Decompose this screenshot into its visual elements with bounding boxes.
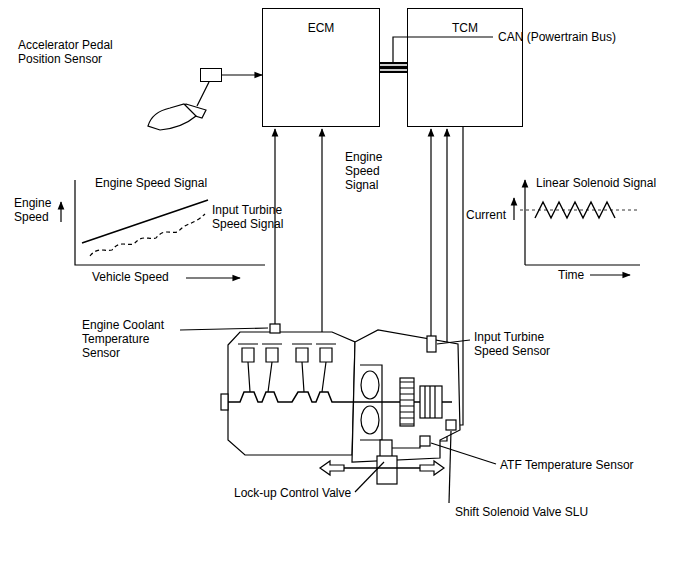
label-text: Engine Speed Signal (95, 176, 207, 190)
label-text: Current (466, 208, 506, 222)
engine-block (228, 332, 355, 455)
signal-wire (321, 129, 322, 338)
coolant-temperature-sensor (270, 324, 280, 333)
axis (524, 180, 525, 265)
clutch-plates (425, 386, 435, 418)
atf-temperature-sensor (420, 436, 430, 446)
leader-line (393, 37, 493, 62)
leader-line (355, 462, 384, 492)
differential (377, 456, 397, 484)
can-bus (380, 65, 407, 70)
leader-line (180, 328, 268, 330)
clutch-pack (420, 386, 442, 418)
leader-line (449, 431, 451, 503)
label-text: ATF Temperature Sensor (500, 458, 634, 472)
crankshaft (228, 392, 352, 402)
axis-arrow (60, 202, 61, 222)
label-text: Engine Speed Signal (345, 150, 395, 192)
reference-line (520, 210, 640, 211)
output-arrow (420, 461, 444, 475)
label-text: Linear Solenoid Signal (536, 176, 656, 190)
axis (525, 264, 640, 265)
shift-solenoid-valve (446, 420, 456, 430)
signal-arrow (222, 75, 262, 76)
gear-teeth (400, 382, 414, 424)
label-text: Shift Solenoid Valve SLU (455, 505, 588, 519)
hydraulic-line (392, 446, 420, 448)
converter-cover (360, 365, 382, 440)
foot (148, 104, 196, 130)
label-text: Input Turbine Speed Sensor (474, 330, 574, 358)
label-text: Vehicle Speed (92, 270, 169, 284)
label-text: Input Turbine Speed Signal (212, 203, 312, 231)
pedal-arm (197, 82, 209, 106)
pistons (238, 344, 336, 392)
transmission-case (352, 330, 460, 462)
control-unit-box: ECM (262, 8, 380, 127)
label-text: CAN (Powertrain Bus) (498, 30, 616, 44)
control-unit-box: TCM (407, 8, 523, 127)
sensor-node: Accelerator Pedal Position Sensor (18, 38, 224, 84)
bus-band (380, 62, 407, 73)
label-text: Time (558, 268, 584, 282)
torque-converter (361, 406, 379, 434)
flywheel-stub (221, 394, 228, 410)
current-wave (535, 202, 615, 218)
axis-arrow (513, 198, 514, 220)
node-label: ECM (263, 21, 379, 35)
node-label: Accelerator Pedal Position Sensor (18, 38, 150, 66)
connector-line (222, 74, 262, 75)
label-text: Engine Speed (14, 196, 58, 224)
sensor-box (200, 68, 222, 82)
turbine-speed-line (90, 214, 205, 256)
leader-line (437, 340, 470, 344)
leader-line (431, 443, 496, 464)
axis-arrow (186, 277, 240, 278)
signal-wire (430, 129, 431, 336)
node-label: TCM (408, 21, 522, 35)
input-turbine-speed-sensor (427, 336, 436, 352)
label-text: Lock-up Control Valve (234, 486, 351, 500)
gear-set (400, 378, 414, 426)
axis-arrow (590, 274, 630, 275)
torque-converter (361, 371, 379, 399)
output-arrow (320, 461, 344, 475)
engine-speed-line (82, 200, 208, 243)
label-text: Engine Coolant Temperature Sensor (82, 318, 177, 360)
bus-gap (380, 69, 407, 71)
bus-gap (380, 64, 407, 66)
